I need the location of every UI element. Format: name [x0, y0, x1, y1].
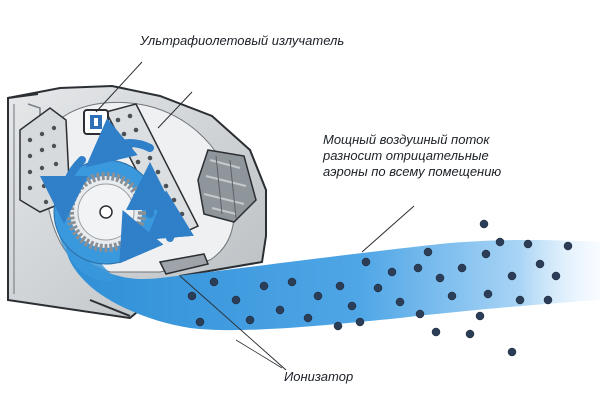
uv-lamp-icon [83, 109, 109, 135]
air-flow-caption: Мощный воздушный поток разносит отрицате… [323, 132, 502, 179]
ionizer-label: Ионизатор [284, 369, 354, 384]
negative-ions [187, 219, 573, 357]
uv-emitter-label: Ультрафиолетовый излучатель [140, 33, 345, 48]
airflow-arrows [40, 118, 194, 264]
leader-lines [95, 61, 415, 371]
carbon-filter-block [197, 149, 257, 223]
ionizer-electrode-icon [89, 253, 210, 317]
